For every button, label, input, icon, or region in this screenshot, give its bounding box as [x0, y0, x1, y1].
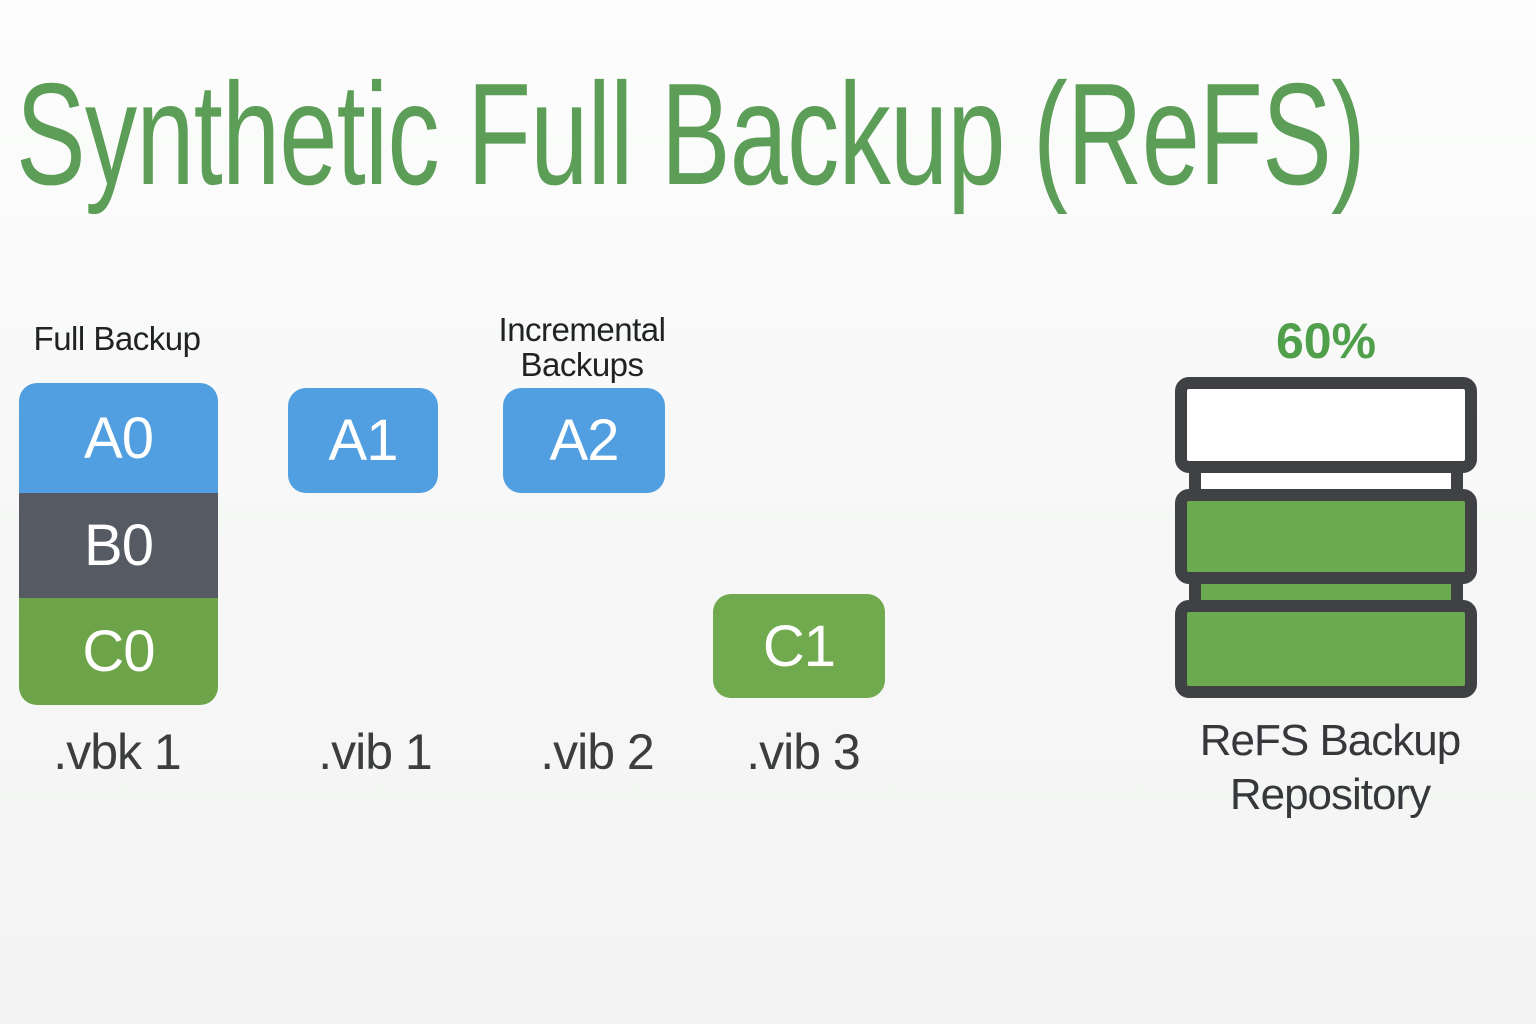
full-backup-label: Full Backup: [33, 320, 201, 357]
file-label-vib3: .vib 3: [746, 724, 861, 780]
file-label-vib2: .vib 2: [540, 724, 655, 780]
block-a0: A0: [19, 383, 218, 493]
refs-repository-stack-icon: [1175, 377, 1477, 698]
block-c1-label: C1: [762, 613, 836, 679]
repository-label: ReFS Backup Repository: [1128, 714, 1532, 822]
block-b0-label: B0: [84, 513, 154, 578]
block-c0: C0: [19, 598, 218, 705]
block-a2: A2: [503, 388, 665, 493]
block-c1: C1: [713, 594, 885, 698]
block-a1: A1: [288, 388, 438, 493]
file-label-vib1: .vib 1: [318, 724, 433, 780]
block-a2-label: A2: [549, 408, 620, 473]
space-savings-percent: 60%: [1275, 313, 1377, 369]
incremental-backups-label-line2: Backups: [520, 346, 644, 383]
block-a1-label: A1: [328, 408, 399, 473]
incremental-backups-label-line1: Incremental: [498, 311, 666, 348]
repo-layer-used-2: [1175, 600, 1477, 698]
repo-layer-free: [1175, 377, 1477, 473]
page-title: Synthetic Full Backup (ReFS): [16, 53, 1366, 215]
file-label-vbk1: .vbk 1: [53, 724, 181, 780]
repo-layer-used-1: [1175, 489, 1477, 584]
full-backup-stack: A0 B0 C0: [19, 383, 218, 705]
block-c0-label: C0: [82, 619, 155, 684]
repository-label-line2: Repository: [1229, 770, 1431, 819]
block-b0: B0: [19, 493, 218, 598]
repository-label-line1: ReFS Backup: [1199, 716, 1461, 765]
incremental-backups-label: Incremental Backups: [432, 312, 732, 382]
block-a0-label: A0: [84, 405, 154, 471]
